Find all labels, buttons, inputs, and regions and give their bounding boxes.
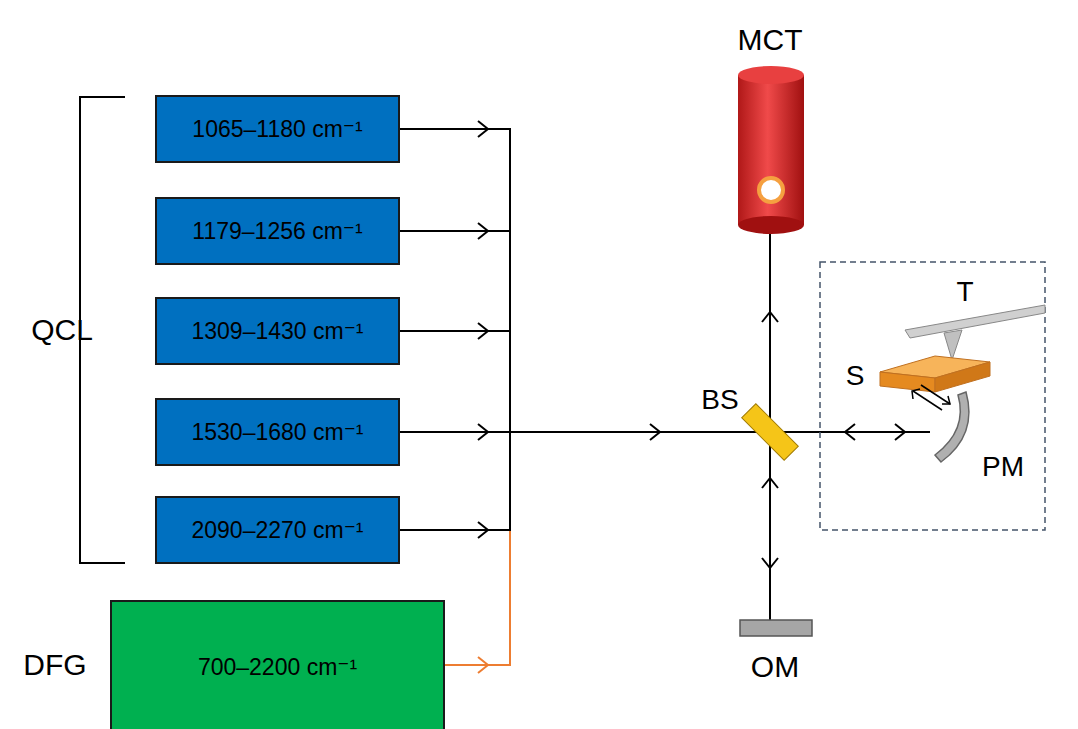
mct-detector (738, 66, 804, 234)
part-label: OM (751, 652, 799, 682)
sample (880, 356, 990, 392)
arrow-head (762, 558, 778, 568)
arrow-head (895, 424, 905, 440)
dfg-source-box: 700–2200 cm⁻¹ (110, 600, 445, 729)
qcl-laser-box: 1065–1180 cm⁻¹ (155, 95, 400, 163)
focus-arrows (912, 385, 950, 410)
arrow-head (762, 478, 778, 488)
arrow-head (845, 424, 855, 440)
cantilever (905, 305, 1045, 360)
part-label: BS (701, 386, 738, 414)
source-label: DFG (23, 650, 86, 680)
arrow-head (478, 522, 488, 538)
beam-arrows (478, 121, 905, 568)
dfg-beam (445, 531, 511, 673)
arrow-head (478, 121, 488, 137)
part-label: S (846, 362, 865, 390)
part-label: T (956, 278, 973, 306)
qcl-laser-box: 1530–1680 cm⁻¹ (155, 398, 400, 466)
group-label: QCL (31, 315, 93, 345)
wavenumber-range: 2090–2270 cm⁻¹ (192, 517, 364, 544)
qcl-laser-box: 1179–1256 cm⁻¹ (155, 197, 400, 265)
mirror (740, 620, 812, 636)
part-label: PM (982, 453, 1024, 481)
wavenumber-range: 700–2200 cm⁻¹ (198, 654, 357, 681)
arrow-head (478, 323, 488, 339)
detector-label: MCT (738, 25, 803, 55)
arrow-head (478, 223, 488, 239)
arrow-head (478, 424, 488, 440)
wavenumber-range: 1309–1430 cm⁻¹ (192, 318, 364, 345)
wavenumber-range: 1065–1180 cm⁻¹ (192, 116, 362, 143)
afm-region (820, 262, 1045, 530)
qcl-laser-box: 1309–1430 cm⁻¹ (155, 297, 400, 365)
beam-splitter (742, 404, 799, 461)
qcl-laser-box: 2090–2270 cm⁻¹ (155, 496, 400, 564)
arrow-head (650, 424, 660, 440)
wavenumber-range: 1179–1256 cm⁻¹ (192, 218, 362, 245)
arrow-head (762, 312, 778, 322)
beam-lines (400, 128, 930, 620)
wavenumber-range: 1530–1680 cm⁻¹ (192, 419, 364, 446)
parabolic-mirror (935, 392, 969, 462)
